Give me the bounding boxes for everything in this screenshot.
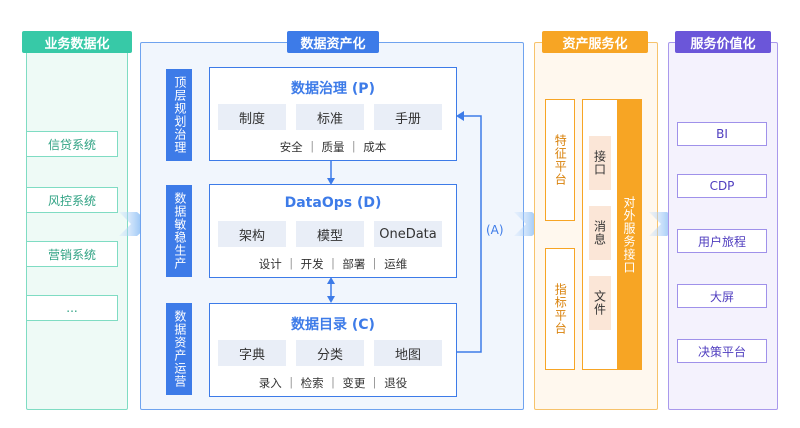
business-item[interactable]: 营销系统: [26, 241, 118, 267]
side-label-production: 数据敏稳生产: [166, 185, 192, 277]
business-item[interactable]: ...: [26, 295, 118, 321]
chip[interactable]: 架构: [218, 221, 286, 247]
card-title: 数据目录 (C): [291, 317, 375, 333]
chip[interactable]: 分类: [296, 340, 364, 366]
business-header: 业务数据化: [22, 31, 132, 53]
side-label-governance: 顶层规划治理: [166, 69, 192, 161]
connector-arrow-icon: [327, 277, 335, 303]
card-governance: 数据治理 (P) 制度 标准 手册 安全 ｜ 质量 ｜ 成本: [209, 67, 457, 161]
value-item[interactable]: BI: [677, 122, 767, 146]
value-header: 服务价值化: [675, 31, 771, 53]
card-dataops: DataOps (D) 架构 模型 OneData 设计 ｜ 开发 ｜ 部署 ｜…: [209, 184, 457, 278]
interface-item[interactable]: 消息: [589, 206, 611, 260]
side-label-operations: 数据资产运营: [166, 303, 192, 395]
value-item[interactable]: 大屏: [677, 284, 767, 308]
interface-item[interactable]: 文件: [589, 276, 611, 330]
chip[interactable]: 标准: [296, 104, 364, 130]
platform-box[interactable]: 指标平台: [545, 248, 575, 370]
interface-item[interactable]: 接口: [589, 136, 611, 190]
chip[interactable]: 地图: [374, 340, 442, 366]
assets-header: 数据资产化: [287, 31, 379, 53]
value-item[interactable]: CDP: [677, 174, 767, 198]
value-item[interactable]: 决策平台: [677, 339, 767, 363]
card-title: 数据治理 (P): [291, 81, 375, 97]
business-item[interactable]: 信贷系统: [26, 131, 118, 157]
chip[interactable]: 制度: [218, 104, 286, 130]
loop-connector-icon: [456, 111, 482, 353]
service-header: 资产服务化: [542, 31, 648, 53]
connector-arrow-icon: [327, 160, 335, 185]
card-sub: 设计 ｜ 开发 ｜ 部署 ｜ 运维: [258, 257, 408, 271]
chip[interactable]: 模型: [296, 221, 364, 247]
chip[interactable]: OneData: [374, 221, 442, 247]
card-sub: 安全 ｜ 质量 ｜ 成本: [279, 140, 387, 154]
business-panel: [26, 42, 128, 410]
value-item[interactable]: 用户旅程: [677, 229, 767, 253]
card-sub: 录入 ｜ 检索 ｜ 变更 ｜ 退役: [258, 376, 408, 390]
chip[interactable]: 字典: [218, 340, 286, 366]
card-catalog: 数据目录 (C) 字典 分类 地图 录入 ｜ 检索 ｜ 变更 ｜ 退役: [209, 303, 457, 397]
business-item[interactable]: 风控系统: [26, 187, 118, 213]
external-interface-bar[interactable]: 对外服务接口: [617, 99, 642, 370]
chip[interactable]: 手册: [374, 104, 442, 130]
card-title: DataOps (D): [284, 195, 382, 211]
loop-label: (A): [486, 223, 504, 237]
platform-box[interactable]: 特征平台: [545, 99, 575, 221]
